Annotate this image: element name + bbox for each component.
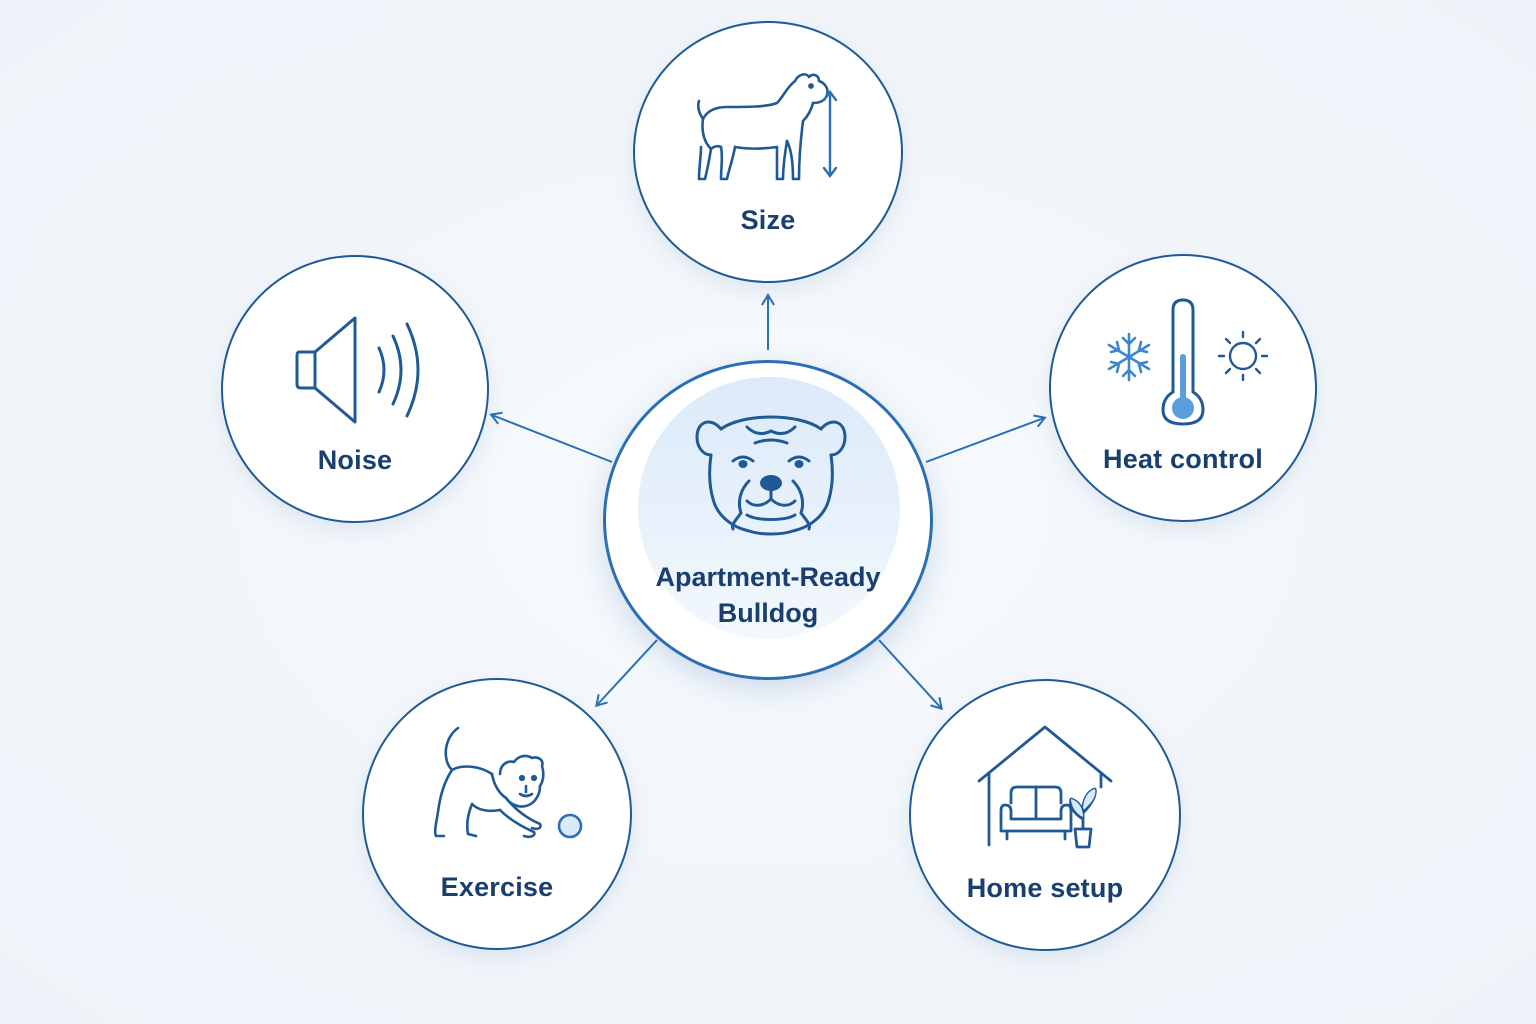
arrow-to-heat: [925, 414, 1047, 463]
exercise-label: Exercise: [440, 872, 554, 902]
arrow-to-exercise: [595, 639, 658, 708]
sun-icon: [1217, 330, 1269, 382]
home-setup-label: Home setup: [966, 873, 1124, 903]
heat-control-label: Heat control: [1103, 444, 1263, 474]
center-highlight: [638, 377, 900, 639]
house-sofa-icon: [977, 725, 1113, 849]
home-setup-node: Home setup: [909, 679, 1181, 951]
center-title-line1: Apartment-Ready: [655, 562, 881, 592]
size-label: Size: [740, 205, 796, 235]
ball-icon: [557, 813, 583, 839]
bulldog-face-icon: [695, 415, 847, 536]
size-node: Size: [633, 21, 903, 283]
noise-label: Noise: [317, 445, 393, 475]
center-node: Apartment-Ready Bulldog: [603, 360, 933, 680]
speaker-icon: [295, 316, 420, 424]
thermometer-icon: [1107, 298, 1269, 426]
center-title-line2: Bulldog: [717, 598, 819, 628]
arrow-to-noise: [489, 411, 613, 463]
exercise-node: Exercise: [362, 678, 632, 950]
standing-dog-height-icon: [696, 73, 838, 181]
center-title: Apartment-Ready Bulldog: [606, 559, 930, 631]
noise-node: Noise: [221, 255, 489, 523]
heat-control-node: Heat control: [1049, 254, 1317, 522]
playing-bulldog-icon: [433, 726, 583, 839]
snowflake-icon: [1107, 332, 1151, 382]
arrow-to-home: [878, 639, 943, 711]
